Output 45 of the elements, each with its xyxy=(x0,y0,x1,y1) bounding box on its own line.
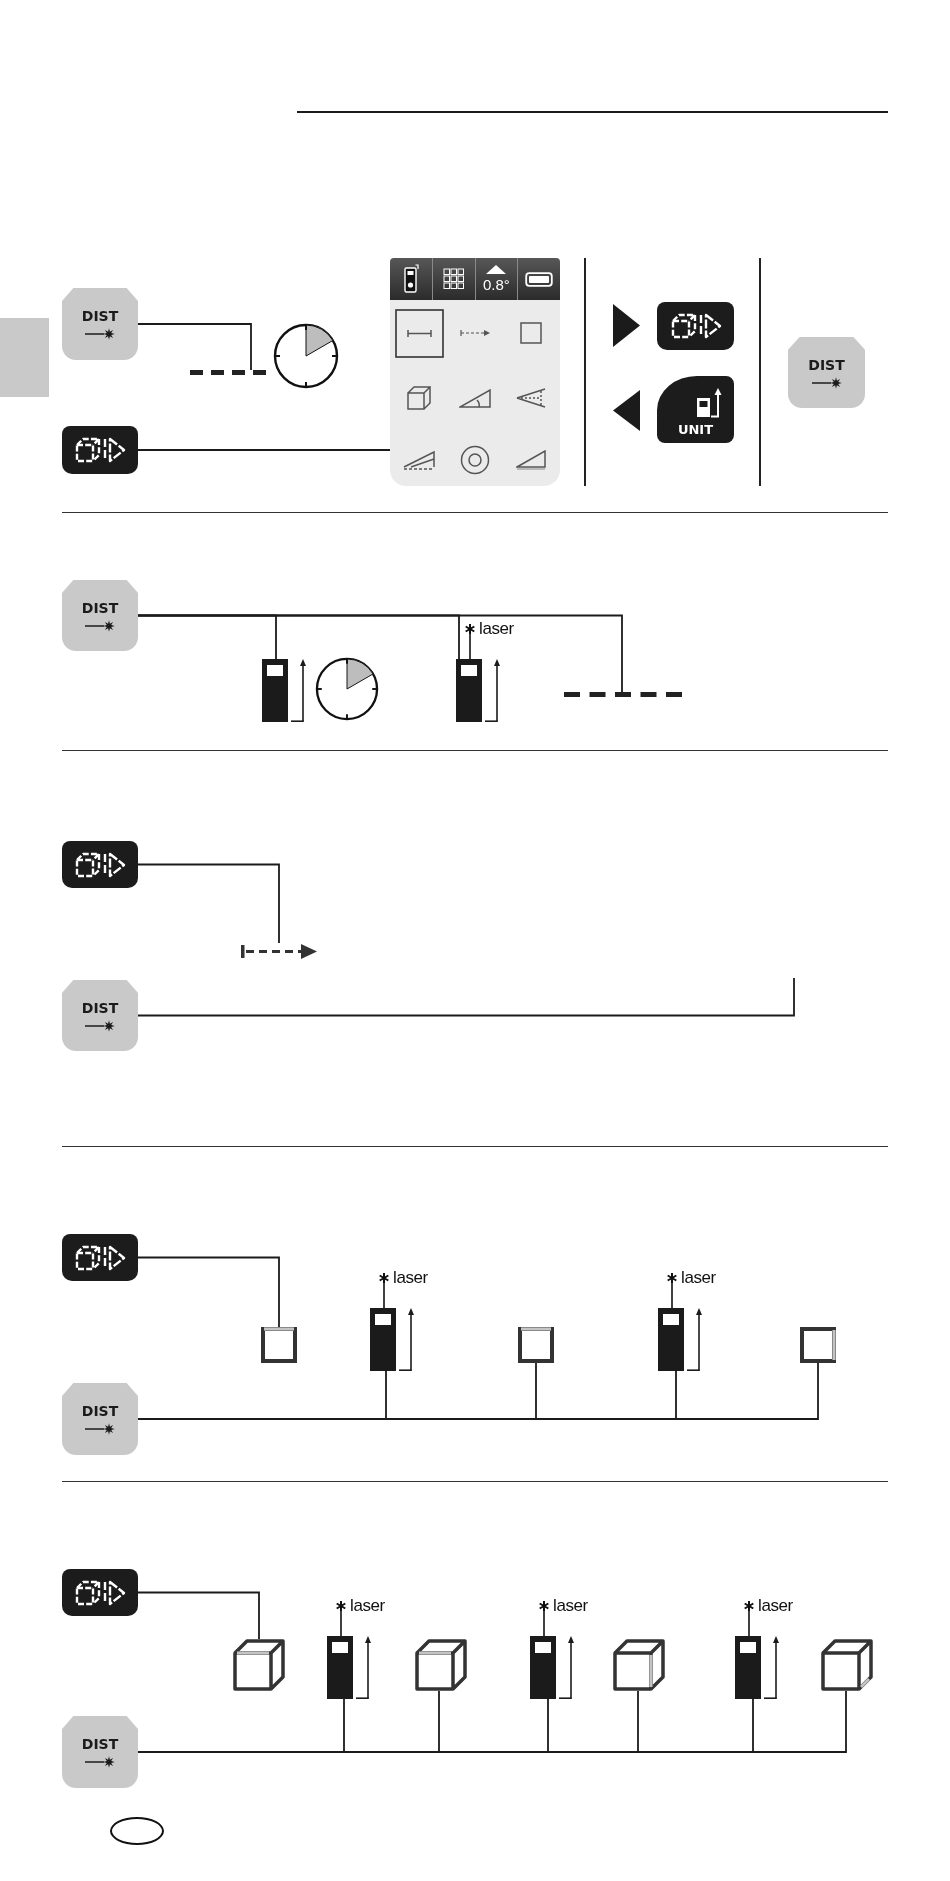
connector-line xyxy=(137,977,795,1017)
cube-icon xyxy=(415,1639,467,1691)
connector-line xyxy=(137,863,280,944)
dist-button: DIST xyxy=(62,288,138,360)
side-tab xyxy=(0,318,49,397)
device-icon xyxy=(735,1636,780,1699)
display-screen xyxy=(390,258,560,486)
square-icon xyxy=(261,1327,297,1363)
device-icon xyxy=(327,1636,372,1699)
square-icon xyxy=(518,1327,554,1363)
dashed-arrow-icon xyxy=(241,943,317,960)
unit-button: UNIT xyxy=(657,376,734,443)
function-button xyxy=(62,1569,138,1616)
laser-label: laser xyxy=(681,1269,716,1287)
laser-label: laser xyxy=(479,620,514,638)
laser-label: laser xyxy=(758,1597,793,1615)
connector-line xyxy=(137,614,623,693)
cube-icon xyxy=(613,1639,665,1691)
connector-line xyxy=(137,323,252,371)
cube-icon xyxy=(821,1639,873,1691)
device-icon xyxy=(658,1308,703,1371)
connector-line xyxy=(137,1591,260,1640)
device-icon xyxy=(262,659,307,722)
connector-line xyxy=(137,1256,280,1328)
dist-button: DIST xyxy=(62,1383,138,1455)
dist-button: DIST xyxy=(788,337,865,408)
dist-button: DIST xyxy=(62,980,138,1051)
function-button xyxy=(62,426,138,474)
square-icon xyxy=(800,1327,836,1363)
angle-reading: 0.8° xyxy=(482,277,510,293)
function-button xyxy=(657,302,734,350)
function-button xyxy=(62,841,138,888)
laser-label: laser xyxy=(553,1597,588,1615)
laser-label: laser xyxy=(393,1269,428,1287)
device-icon xyxy=(530,1636,575,1699)
cube-icon xyxy=(233,1639,285,1691)
function-button xyxy=(62,1234,138,1281)
dist-button: DIST xyxy=(62,580,138,651)
connector-line xyxy=(137,449,391,451)
device-icon xyxy=(456,659,501,722)
dist-button: DIST xyxy=(62,1716,138,1788)
dashes-icon xyxy=(190,370,266,375)
laser-label: laser xyxy=(350,1597,385,1615)
device-icon xyxy=(370,1308,415,1371)
dashes-icon xyxy=(564,692,682,697)
